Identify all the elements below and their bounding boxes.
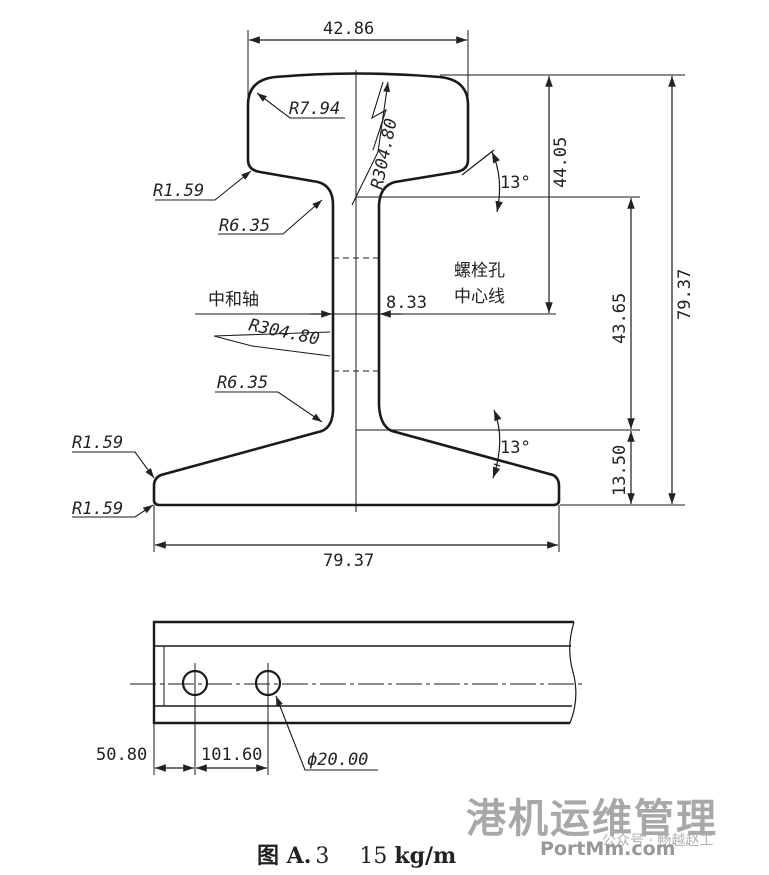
mass-value: 15 <box>359 844 395 869</box>
figure-label: 图 A. <box>257 843 312 869</box>
figure-number: 3 <box>315 844 330 869</box>
label-bolt-hole-line-1: 螺栓孔 <box>454 261 505 281</box>
label-web-radius: R304.80 <box>247 315 321 349</box>
label-angle-bottom: 13° <box>500 438 531 458</box>
leader-r159-head <box>155 170 252 201</box>
mass-unit: kg/m <box>394 843 457 869</box>
extension-lines <box>153 30 685 552</box>
angle-arc-bottom <box>492 409 502 479</box>
leader-r159-base-bottom <box>72 504 154 518</box>
leader-r304-zigzag-top <box>371 81 387 151</box>
label-base-fillet-radius: R6.35 <box>217 373 268 393</box>
watermark-title: 港机运维管理 <box>466 796 718 842</box>
rail-cross-section <box>152 70 561 512</box>
label-hole-diameter: ϕ20.00 <box>307 750 368 770</box>
label-base-corner-top: R1.59 <box>72 433 123 453</box>
label-bolt-hole-line-2: 中心线 <box>454 287 505 307</box>
leader-lines <box>72 81 391 518</box>
dimension-lines <box>155 36 676 549</box>
label-base-width: 79.37 <box>323 551 374 571</box>
label-head-fillet-radius: R6.35 <box>219 216 270 236</box>
label-head-to-bolt: 44.05 <box>551 137 571 188</box>
leader-hole-diameter <box>275 695 378 771</box>
label-angle-top: 13° <box>500 173 531 193</box>
label-head-corner-radius: R1.59 <box>153 181 204 201</box>
leader-r159-base-top <box>72 451 155 479</box>
side-view-outline <box>152 620 574 725</box>
label-total-height: 79.37 <box>675 269 695 320</box>
label-head-radius: R7.94 <box>289 99 340 119</box>
rail-side-view <box>130 620 584 775</box>
label-crown-radius: R304.80 <box>367 117 401 191</box>
label-base-corner-bottom: R1.59 <box>72 499 123 519</box>
label-neutral-axis: 中和轴 <box>208 290 259 310</box>
figure-caption: 图 A.3 15 kg/m <box>257 838 456 870</box>
leader-r635-base <box>215 391 323 423</box>
label-top-width: 42.86 <box>323 19 374 39</box>
rail-profile-outline <box>152 72 561 507</box>
label-end-to-hole: 50.80 <box>96 745 147 765</box>
side-view-break-line <box>569 621 577 724</box>
side-view-texts: 50.80 101.60 ϕ20.00 <box>96 745 368 770</box>
dimension-texts: 42.86 79.37 8.33 44.05 43.65 13.50 79.37… <box>72 19 695 571</box>
angle-arc-top <box>491 151 503 213</box>
leader-r304-crown <box>351 81 391 206</box>
label-web-thickness: 8.33 <box>386 293 427 313</box>
leader-r304-web <box>213 331 331 357</box>
watermark-site: PortMm.com <box>540 838 676 860</box>
leader-r635-head <box>218 199 323 235</box>
label-hole-spacing: 101.60 <box>201 745 262 765</box>
label-fishing-height: 43.65 <box>610 293 630 344</box>
label-base-edge: 13.50 <box>610 445 630 496</box>
watermark-account: 公众号 · 畅越赵工 <box>602 833 714 849</box>
leader-r794 <box>256 92 345 119</box>
